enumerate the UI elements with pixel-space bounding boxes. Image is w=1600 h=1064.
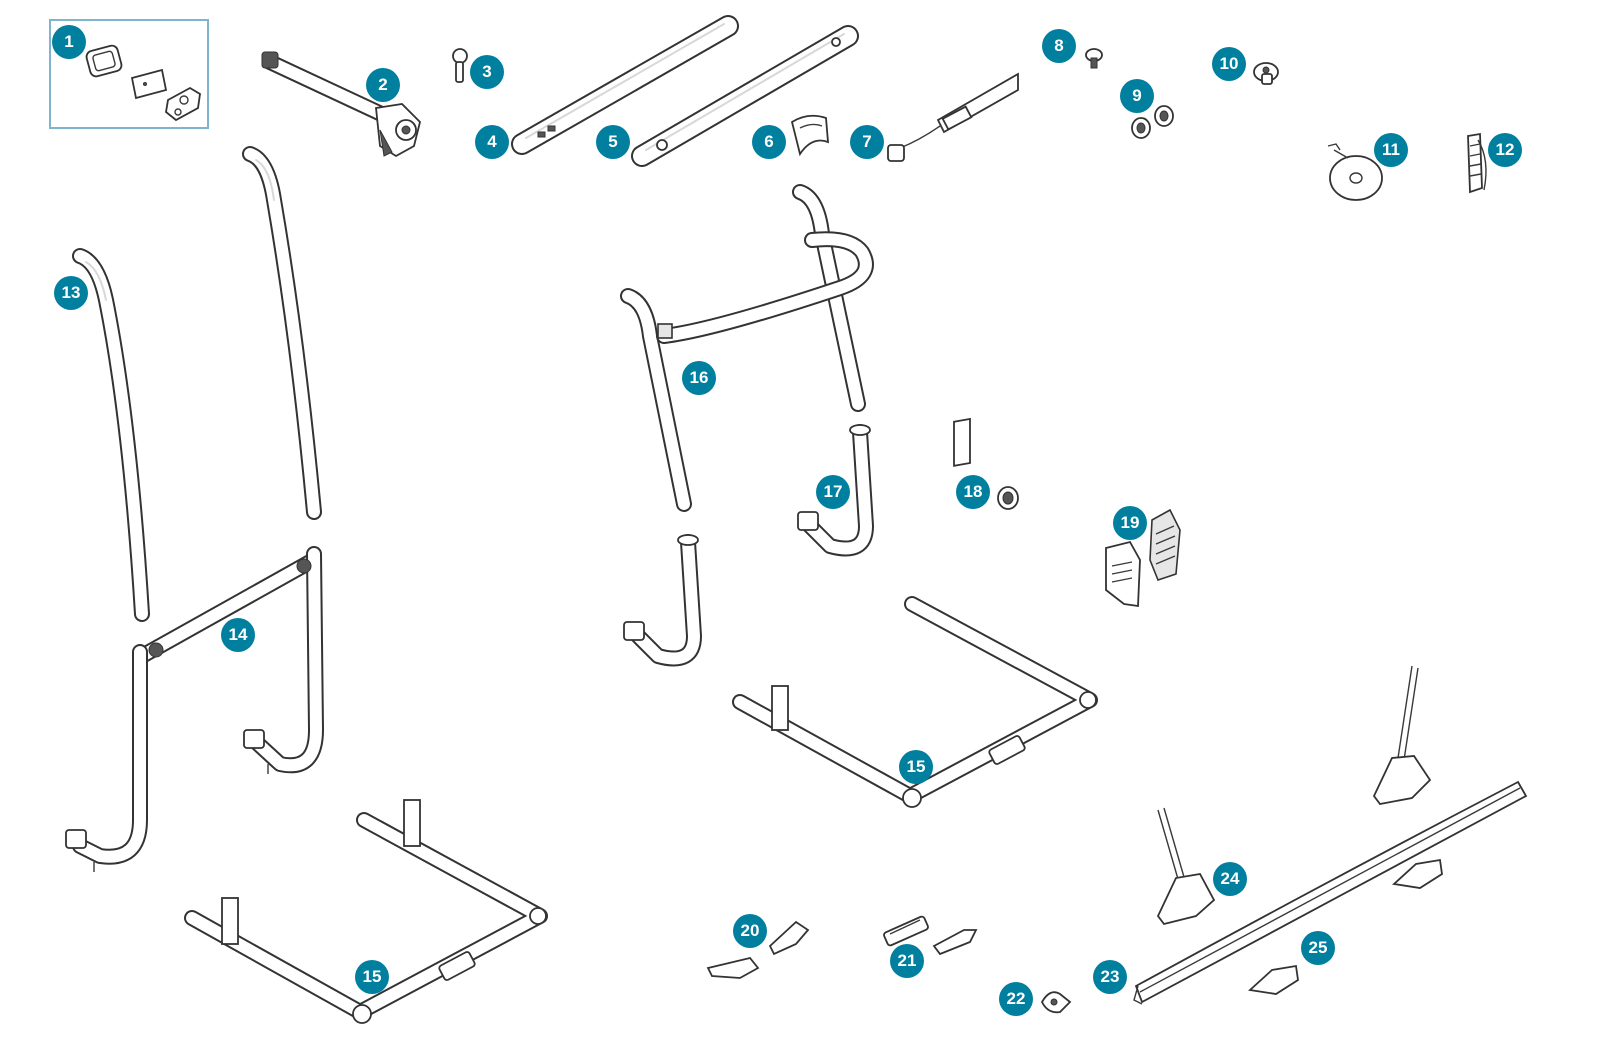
part-13-upright [72,248,150,622]
callout-7: 7 [850,125,884,159]
callout-25: 25 [1301,931,1335,965]
part-18-ring [997,486,1019,510]
part-10-knob [1253,62,1279,85]
part-17-elbow [797,424,874,557]
callout-24: 24 [1213,862,1247,896]
callout-5: 5 [596,125,630,159]
callout-17: 17 [816,475,850,509]
callout-8: 8 [1042,29,1076,63]
part-4-bar [511,15,739,155]
callout-20: 20 [733,914,767,948]
callout-6: 6 [752,125,786,159]
part-3-key [452,48,468,83]
callout-10: 10 [1212,47,1246,81]
callout-11: 11 [1374,133,1408,167]
part-20-brackets [706,920,810,979]
elbow-left [623,534,702,667]
part-8-screw [1085,48,1103,69]
part-23-rail [1133,780,1528,1005]
part-14-lower-frame [65,546,324,872]
callout-1: 1 [52,25,86,59]
part-5-bar [631,25,859,167]
callout-14: 14 [221,618,255,652]
callout-13: 13 [54,276,88,310]
part-6-clip [790,114,830,157]
part-16-front-frame [620,184,874,512]
callout-15-upper: 15 [899,750,933,784]
part-15-base-frame-lower [184,799,548,1024]
callout-21: 21 [890,944,924,978]
part-9-caps [1131,105,1174,139]
part-7-lamp-cable [887,72,1019,162]
callout-3: 3 [470,55,504,89]
part-12-strap [1467,132,1487,194]
callout-15-lower: 15 [355,960,389,994]
callout-18: 18 [956,475,990,509]
callout-2: 2 [366,68,400,102]
upright-right [242,146,322,520]
part-24-wheel-holders [1156,665,1432,926]
callout-23: 23 [1093,960,1127,994]
part-11-tape-reel [1327,143,1383,201]
callout-22: 22 [999,982,1033,1016]
part-2-clamp-arm [261,51,421,158]
part-1-kit [85,44,201,122]
part-22-clip [1040,991,1072,1014]
callout-16: 16 [682,361,716,395]
callout-4: 4 [475,125,509,159]
callout-12: 12 [1488,133,1522,167]
callout-19: 19 [1113,506,1147,540]
callout-9: 9 [1120,79,1154,113]
part-21-pads [883,915,978,956]
part-25-rail-feet [1247,858,1443,995]
part-19-reflectors [1105,508,1181,608]
part-15-base-frame-upper [732,417,1098,808]
part-1-kit-box [49,19,209,129]
